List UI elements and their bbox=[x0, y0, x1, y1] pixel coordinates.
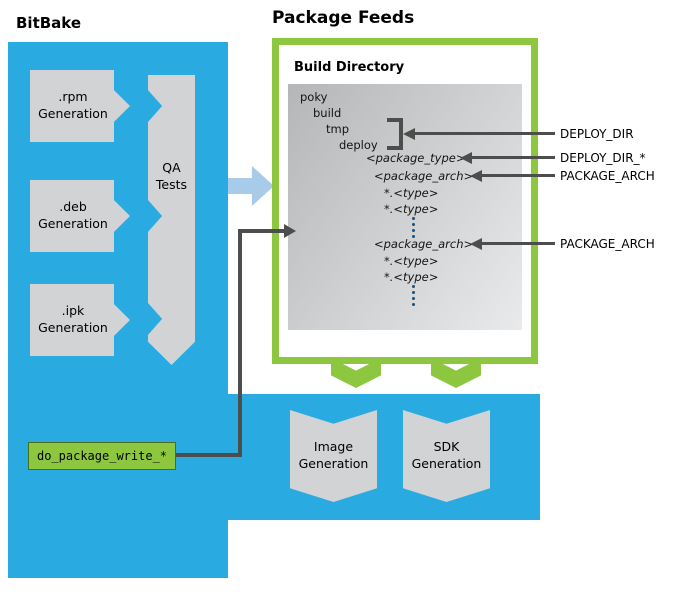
build-directory-box bbox=[288, 84, 522, 330]
build-directory-title: Build Directory bbox=[294, 60, 405, 75]
package-arch-label-top: PACKAGE_ARCH bbox=[560, 169, 655, 183]
tree-item-package-arch: <package_arch> bbox=[374, 237, 474, 251]
tree-item-build: build bbox=[313, 106, 342, 120]
image-generation-box: Image Generation bbox=[290, 410, 377, 502]
deploy-bracket-icon bbox=[387, 118, 403, 150]
ipk-generation-box: .ipk Generation bbox=[30, 284, 130, 356]
output-region bbox=[228, 394, 540, 520]
connector-line bbox=[176, 453, 242, 457]
package-feeds-title: Package Feeds bbox=[272, 8, 415, 28]
deb-generation-box: .deb Generation bbox=[30, 180, 130, 252]
tree-item-package-type: <package_type> bbox=[366, 151, 466, 165]
arrowhead-left-icon bbox=[470, 170, 482, 182]
tree-item-deploy: deploy bbox=[339, 138, 378, 152]
qa-tests-label: QA Tests bbox=[155, 160, 188, 192]
image-generation-label: Image Generation bbox=[298, 439, 369, 471]
package-arch-arrow-top bbox=[482, 174, 555, 177]
do-package-write-badge: do_package_write_* bbox=[28, 442, 176, 470]
deploy-dir-star-label: DEPLOY_DIR_* bbox=[560, 151, 646, 165]
tree-item-file: *.<type> bbox=[384, 202, 439, 216]
connector-line bbox=[238, 229, 284, 233]
deb-generation-label: .deb Generation bbox=[38, 199, 108, 231]
bitbake-title: BitBake bbox=[16, 14, 82, 32]
tree-item-file: *.<type> bbox=[384, 270, 439, 284]
sdk-generation-box: SDK Generation bbox=[403, 410, 490, 502]
vertical-ellipsis-icon bbox=[412, 285, 415, 306]
deploy-dir-label: DEPLOY_DIR bbox=[560, 127, 634, 141]
arrowhead-left-icon bbox=[460, 152, 472, 164]
ipk-generation-label: .ipk Generation bbox=[38, 303, 108, 335]
arrowhead-left-icon bbox=[403, 128, 415, 140]
package-arch-arrow-bottom bbox=[482, 242, 555, 245]
rpm-generation-label: .rpm Generation bbox=[38, 89, 108, 121]
deploy-dir-arrow bbox=[415, 132, 555, 135]
tree-item-package-arch: <package_arch> bbox=[374, 169, 474, 183]
connector-line bbox=[238, 229, 242, 457]
tree-item-tmp: tmp bbox=[326, 122, 350, 136]
arrowhead-right-icon bbox=[284, 224, 296, 238]
rpm-generation-box: .rpm Generation bbox=[30, 70, 130, 142]
package-arch-label-bottom: PACKAGE_ARCH bbox=[560, 237, 655, 251]
tree-item-poky: poky bbox=[300, 90, 328, 104]
sdk-generation-label: SDK Generation bbox=[411, 439, 482, 471]
tree-item-file: *.<type> bbox=[384, 254, 439, 268]
vertical-ellipsis-icon bbox=[412, 217, 415, 238]
tree-item-file: *.<type> bbox=[384, 186, 439, 200]
deploy-dir-star-arrow bbox=[472, 156, 555, 159]
flow-arrow-right-icon bbox=[228, 166, 274, 206]
arrowhead-left-icon bbox=[470, 238, 482, 250]
